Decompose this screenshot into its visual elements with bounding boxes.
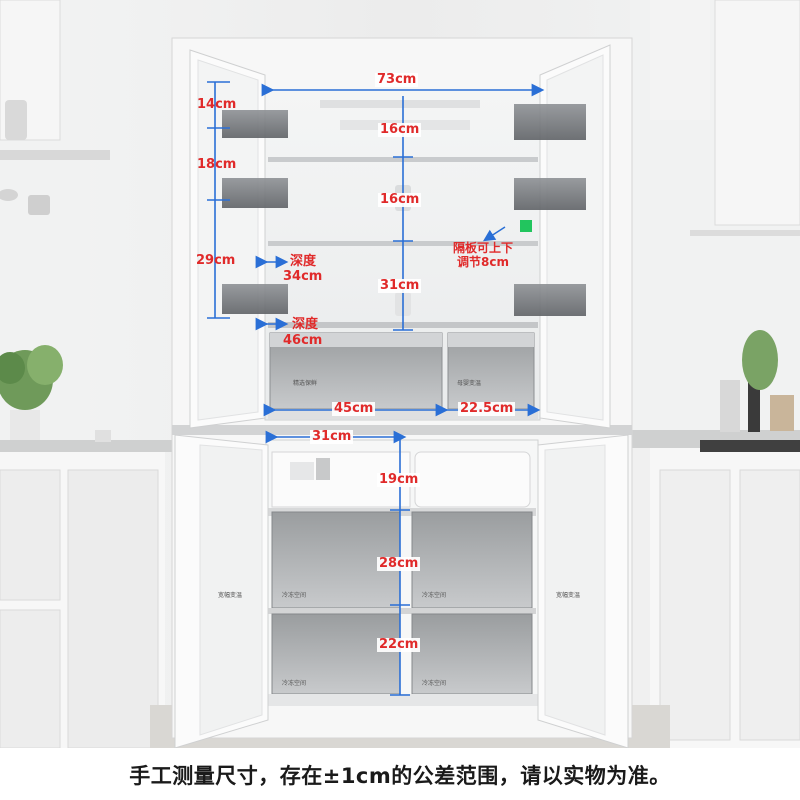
door-tag-right: 宽幅变温 xyxy=(556,592,581,599)
depth-lower-label: 深度 xyxy=(292,317,319,332)
dim-freezer-top: 19cm xyxy=(377,472,421,487)
drawer-tag-fridge-right: 母婴变温 xyxy=(457,380,482,387)
drawer-tag-freezer-1: 冷冻空间 xyxy=(282,592,307,599)
depth-lower-value: 46cm xyxy=(283,333,323,348)
freezer-compartment xyxy=(172,425,632,706)
shelf-adjust-note-line1: 隔板可上下 xyxy=(453,241,514,255)
footer-bar: 手工测量尺寸，存在±1cm的公差范围，请以实物为准。 xyxy=(0,748,800,800)
shelf-adjust-indicator xyxy=(520,220,532,232)
footer-disclaimer: 手工测量尺寸，存在±1cm的公差范围，请以实物为准。 xyxy=(129,764,671,788)
dim-total-width: 73cm xyxy=(375,72,419,87)
depth-upper-value: 34cm xyxy=(283,269,323,284)
door-tag-left: 宽幅变温 xyxy=(218,592,243,599)
dim-freezer-mid: 28cm xyxy=(377,556,421,571)
upper-right-door xyxy=(514,44,611,429)
left-cabinets xyxy=(0,0,175,749)
dim-fridge-shelf: 16cm xyxy=(378,192,422,207)
upper-left-door xyxy=(189,49,288,429)
lower-left-door xyxy=(174,434,269,749)
dim-fridge-top: 16cm xyxy=(378,122,422,137)
shelf-adjust-note-line2: 调节8cm xyxy=(457,254,509,269)
dim-freezer-width: 31cm xyxy=(310,429,354,444)
drawer-tag-fridge-left: 精选保鲜 xyxy=(293,380,318,387)
lower-right-door xyxy=(537,434,629,749)
dim-door-gap-1: 14cm xyxy=(197,97,237,112)
dim-door-gap-2: 18cm xyxy=(197,157,237,172)
dim-freezer-bottom: 22cm xyxy=(377,637,421,652)
dim-fridge-lower: 31cm xyxy=(378,278,422,293)
dim-door-gap-3: 29cm xyxy=(196,253,236,268)
depth-upper-label: 深度 xyxy=(290,254,317,269)
dim-drawer-small: 22.5cm xyxy=(458,401,516,416)
right-cabinets xyxy=(628,0,800,748)
drawer-tag-freezer-3: 冷冻空间 xyxy=(282,680,307,687)
drawer-tag-freezer-2: 冷冻空间 xyxy=(422,592,447,599)
dim-drawer-large: 45cm xyxy=(332,401,376,416)
plant xyxy=(0,345,63,440)
shelf-adjust-note: 隔板可上下 调节8cm xyxy=(453,241,514,270)
drawer-tag-freezer-4: 冷冻空间 xyxy=(422,680,447,687)
